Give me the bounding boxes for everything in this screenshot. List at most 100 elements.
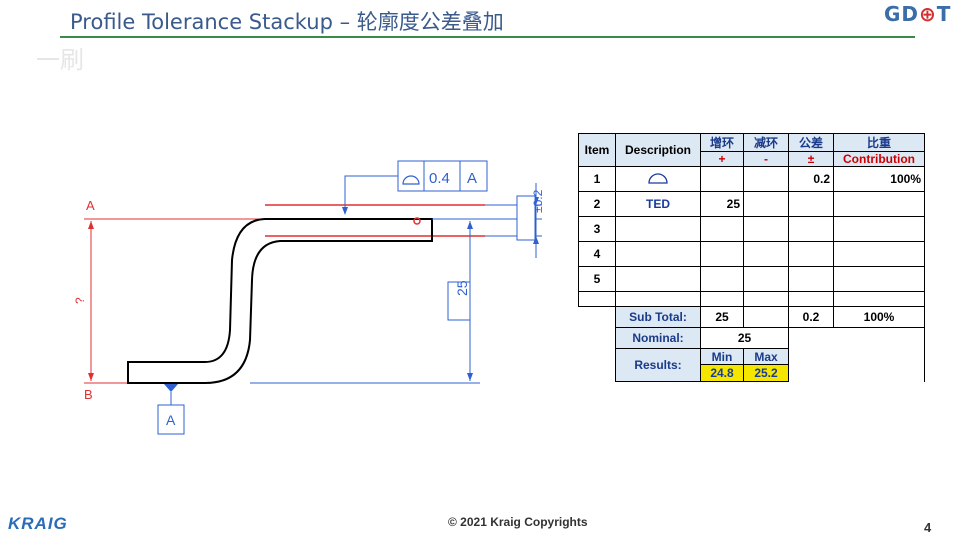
row-tol (788, 266, 834, 292)
row-description-icon (615, 166, 701, 192)
row-contribution: 100% (833, 166, 925, 192)
dim-25-box (447, 281, 471, 321)
dim-25-arrow-top (467, 221, 473, 229)
header-pm: ± (788, 151, 834, 167)
header-description: Description (615, 133, 701, 167)
nominal-value: 25 (700, 327, 789, 349)
blank-cell (788, 327, 925, 382)
results-value-row: 24.8 25.2 (579, 364, 925, 382)
copyright: © 2021 Kraig Copyrights (448, 515, 588, 529)
spacer-cell (833, 291, 925, 307)
watermark: 一刷 (36, 46, 84, 74)
row-contribution (833, 266, 925, 292)
row-tol (788, 216, 834, 242)
fcf-datum: A (467, 170, 477, 187)
row-item: 3 (578, 216, 616, 242)
row-tol: 0.2 (788, 166, 834, 192)
logo-text-right: T (936, 2, 952, 26)
spacer-cell (743, 291, 789, 307)
fcf-leader (344, 175, 398, 212)
datum-box (157, 404, 185, 435)
row-minus (743, 241, 789, 267)
row-description (615, 241, 701, 267)
results-header-row: Results: Min Max (579, 348, 925, 382)
spacer-cell (578, 291, 616, 307)
subtotal-row: Sub Total: 25 0.2 100% (579, 306, 925, 328)
row-contribution (833, 241, 925, 267)
subtotal-contribution: 100% (833, 306, 925, 328)
dim-25-label: 25 (454, 280, 470, 296)
row-item: 2 (578, 191, 616, 217)
blank-cell (579, 328, 616, 349)
row-tol (788, 191, 834, 217)
page-number: 4 (924, 520, 932, 535)
profile-surface-icon (648, 172, 668, 184)
subtotal-minus (743, 306, 789, 328)
header-weight: 比重 (833, 133, 925, 152)
header-plus: + (700, 151, 744, 167)
table-header-row: Item Description 增环 减环 公差 比重 (578, 133, 925, 167)
unknown-dim-label: ? (73, 297, 87, 304)
tol-dim-label: ±0.2 (531, 189, 545, 213)
row-tol (788, 241, 834, 267)
subtotal-plus: 25 (700, 306, 744, 328)
row-plus: 25 (700, 191, 744, 217)
results-min: 24.8 (700, 364, 744, 382)
blank-cell (579, 365, 616, 382)
datum-b-label: B (84, 387, 93, 402)
results-max: 25.2 (743, 364, 789, 382)
row-minus (743, 166, 789, 192)
table-subheader-row: + - ± Contribution (579, 151, 925, 167)
results-label: Results: (615, 348, 701, 382)
datum-a-label: A (86, 198, 95, 213)
header-tolerance: 公差 (788, 133, 834, 152)
row-description (615, 266, 701, 292)
row-plus (700, 241, 744, 267)
kraig-logo: KRAIG (8, 514, 68, 533)
spacer-cell (788, 291, 834, 307)
blank-cell (579, 307, 616, 328)
fcf-tolerance: 0.4 (429, 170, 450, 187)
table-row: 2 TED 25 (578, 191, 925, 217)
header-contribution: Contribution (833, 151, 925, 167)
part-outline (127, 218, 433, 384)
row-minus (743, 191, 789, 217)
datum-triangle (164, 384, 178, 392)
blank-cell (579, 349, 616, 365)
table-row: 5 (578, 266, 925, 292)
row-item: 4 (578, 241, 616, 267)
row-plus (700, 216, 744, 242)
profile-surface-icon (402, 175, 420, 185)
subtotal-tol: 0.2 (788, 306, 834, 328)
header-item: Item (578, 133, 616, 167)
table-row: 4 (578, 241, 925, 267)
row-contribution (833, 216, 925, 242)
dim-25-arrow-bottom (467, 373, 473, 381)
tol-dim-box (516, 195, 536, 241)
header-increase: 增环 (700, 133, 744, 152)
row-contribution (833, 191, 925, 217)
header-decrease: 减环 (743, 133, 789, 152)
table-row: 1 0.2 100% (578, 166, 925, 192)
tol-dim-arrow-bottom (533, 236, 539, 244)
table-row: 3 (578, 216, 925, 242)
nominal-label: Nominal: (615, 327, 701, 349)
row-item: 5 (578, 266, 616, 292)
spacer-cell (615, 291, 701, 307)
row-description (615, 216, 701, 242)
logo-text-left: GD (884, 2, 920, 26)
fcf-leader-arrow (342, 207, 348, 215)
title-underline (60, 36, 915, 38)
unknown-dim-arrow-top (88, 221, 94, 229)
nominal-row: Nominal: 25 (579, 327, 925, 382)
row-plus (700, 266, 744, 292)
results-min-label: Min (700, 348, 744, 365)
slide-title: Profile Tolerance Stackup – 轮廓度公差叠加 (70, 10, 504, 34)
results-max-label: Max (743, 348, 789, 365)
row-description: TED (615, 191, 701, 217)
gdt-logo: GD⊕T (884, 2, 951, 26)
logo-symbol: ⊕ (919, 2, 937, 26)
spacer-cell (700, 291, 744, 307)
row-minus (743, 266, 789, 292)
